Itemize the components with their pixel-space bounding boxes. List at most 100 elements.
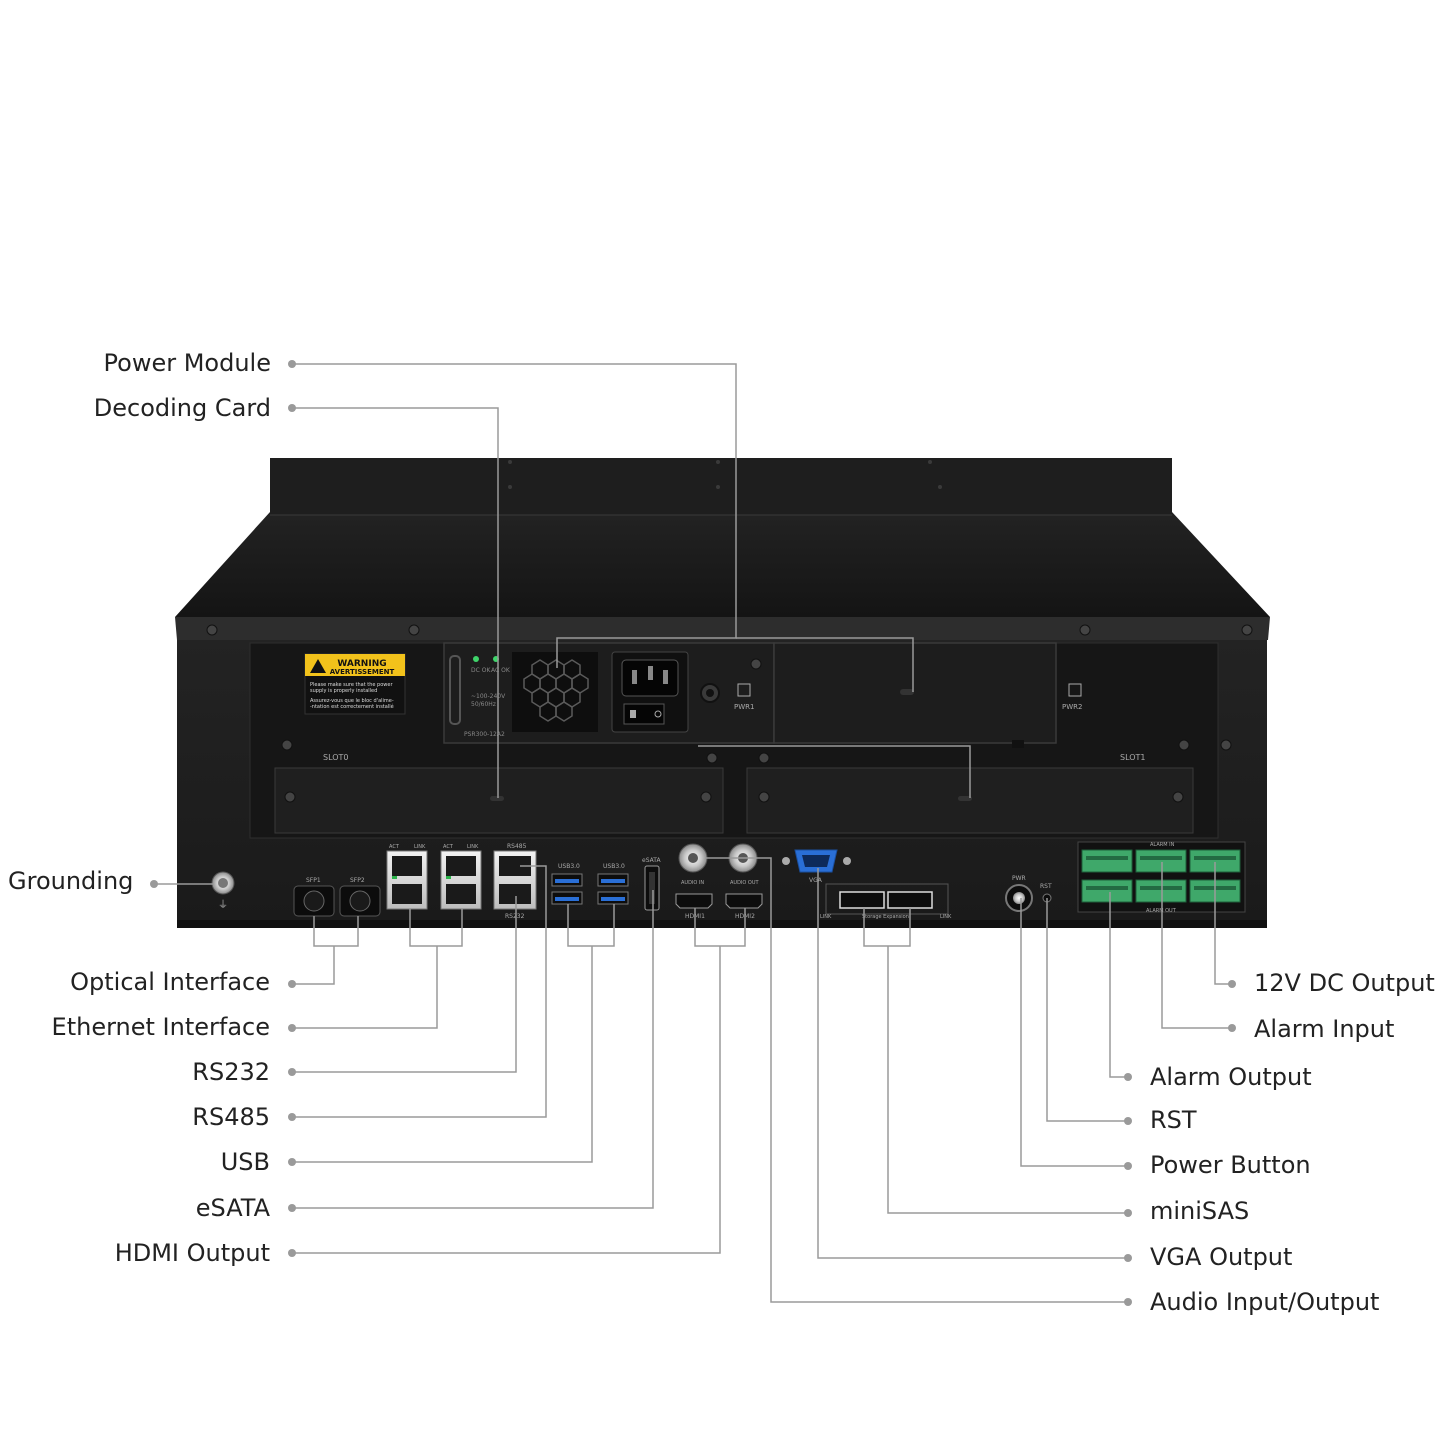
line-optical [292, 946, 335, 985]
vga-port: VGA [782, 849, 851, 884]
ground-symbol: ⏚ [218, 899, 228, 911]
slot1-label: SLOT1 [1120, 753, 1146, 762]
eth-act-label-2: ACT [443, 844, 454, 850]
eth-link-label-2: LINK [467, 844, 479, 850]
label-minisas: miniSAS [1150, 1197, 1250, 1225]
label-audio-io: Audio Input/Output [1150, 1288, 1380, 1316]
esata-label: eSATA [642, 857, 661, 864]
line-esata [292, 890, 654, 1209]
power-supply-2-blank [773, 642, 1057, 748]
label-alarm-output: Alarm Output [1150, 1063, 1312, 1091]
usb30-label-2: USB3.0 [603, 863, 625, 870]
grounding-terminal: ⏚ [211, 871, 235, 911]
line-minisas-bracket [863, 908, 911, 947]
audio-ports: AUDIO IN AUDIO OUT [678, 843, 760, 886]
line-audio [706, 857, 1128, 1303]
dc-ok-led [473, 656, 479, 662]
pwr1-icon [737, 683, 751, 697]
label-vga-output: VGA Output [1150, 1243, 1293, 1271]
label-grounding: Grounding [8, 867, 134, 895]
usb-ports: USB3.0 USB3.0 [551, 863, 629, 905]
label-esata: eSATA [195, 1194, 270, 1222]
vga-label: VGA [809, 877, 823, 884]
slot0-label: SLOT0 [323, 753, 349, 762]
ac-inlet [611, 651, 689, 733]
pwr-label: PWR [1012, 875, 1026, 882]
psu-handle [449, 655, 461, 725]
dc-ok-label: DC OK [471, 667, 491, 674]
warning-label: WARNING AVERTISSEMENT Please make sure t… [304, 653, 406, 715]
line-power-module-b [736, 637, 914, 692]
label-ethernet-interface: Ethernet Interface [51, 1013, 270, 1041]
label-rs485: RS485 [192, 1103, 270, 1131]
line-alarm-input [1161, 862, 1232, 1029]
esata-port: eSATA [642, 857, 661, 911]
warning-text-4: -ntation est correctement installé [310, 703, 394, 710]
line-usb [292, 946, 593, 1163]
line-usb-bracket [567, 904, 615, 947]
line-hdmi-bracket [694, 908, 746, 947]
warning-text-2: supply is properly installed [310, 688, 377, 694]
rst-label: RST [1040, 883, 1052, 890]
pwr1-label: PWR1 [734, 703, 754, 711]
label-power-button: Power Button [1150, 1151, 1311, 1179]
top-screws [508, 460, 942, 489]
label-hdmi-output: HDMI Output [114, 1239, 270, 1267]
line-alarm-output [1109, 892, 1128, 1078]
fan-icon [512, 652, 598, 732]
line-decoding-card-b [698, 745, 971, 798]
line-power-button [1020, 898, 1128, 1167]
decoding-slot-0: SLOT0 [274, 739, 724, 834]
label-rs232: RS232 [192, 1058, 270, 1086]
front-screws [206, 624, 1253, 876]
line-vga [817, 868, 1128, 1259]
alarm-in-label: ALARM IN [1150, 842, 1175, 848]
line-rst [1046, 898, 1128, 1122]
line-rs232 [292, 896, 517, 1073]
storage-expansion-label: Storage Expansion [862, 914, 909, 920]
chassis-bottom-edge [177, 920, 1267, 928]
audio-in-label: AUDIO IN [681, 880, 704, 886]
audio-out-label: AUDIO OUT [730, 880, 760, 886]
sfp1-label: SFP1 [306, 877, 321, 884]
callout-lines [154, 363, 1232, 1303]
chassis-bevel [175, 617, 1270, 640]
power-supply-1: DC OK AC OK ~100-240V 50/60Hz PSR300-12A… [443, 642, 775, 744]
line-hdmi [292, 946, 721, 1254]
chassis-top-back [270, 458, 1172, 515]
warning-subtitle: AVERTISSEMENT [330, 668, 395, 676]
label-12v-dc-output: 12V DC Output [1254, 969, 1435, 997]
label-optical-interface: Optical Interface [70, 968, 270, 996]
label-rst: RST [1150, 1106, 1197, 1134]
line-12v [1214, 862, 1232, 985]
line-decoding-card [292, 407, 499, 798]
line-ethernet [292, 946, 438, 1029]
pwr2-icon [1068, 683, 1082, 697]
warning-title: WARNING [337, 659, 386, 669]
line-optical-bracket [313, 916, 359, 947]
line-rs485 [292, 865, 547, 1118]
psu-voltage: ~100-240V [471, 693, 506, 700]
minisas-ports: LINK LINK Storage Expansion [820, 883, 952, 920]
power-controls: PWR RST [1005, 875, 1052, 912]
label-power-module: Power Module [103, 349, 271, 377]
serial-ports: RS485 RS232 [493, 843, 537, 920]
pwr2-label: PWR2 [1062, 703, 1082, 711]
sfp2-label: SFP2 [350, 877, 365, 884]
warning-text-1: Please make sure that the power [310, 682, 393, 688]
link-label-right: LINK [940, 914, 952, 920]
warning-text-3: Assurez-vous que le bloc d'alime- [310, 698, 394, 704]
ethernet-ports: ACT LINK ACT LINK [386, 844, 482, 910]
psu-screw-inner [706, 689, 714, 697]
power-switch [623, 703, 665, 725]
rs485-label: RS485 [507, 843, 527, 850]
label-decoding-card: Decoding Card [93, 394, 271, 422]
eth-act-label-1: ACT [389, 844, 400, 850]
psu-frequency: 50/60Hz [471, 701, 496, 708]
label-usb: USB [220, 1148, 270, 1176]
rs232-label: RS232 [505, 913, 525, 920]
line-ethernet-bracket [409, 909, 463, 947]
psu-model: PSR300-12A2 [464, 731, 505, 738]
usb30-label-1: USB3.0 [558, 863, 580, 870]
